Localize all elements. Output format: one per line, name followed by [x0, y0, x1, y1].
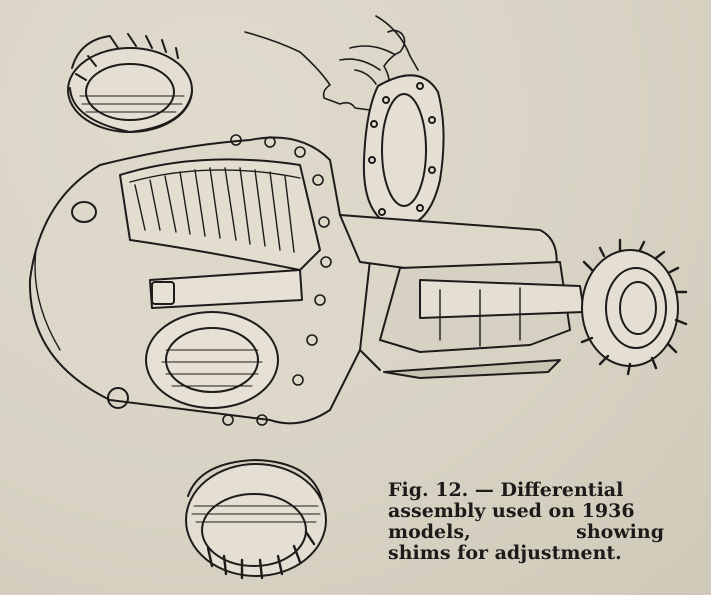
- differential-housing: [28, 134, 371, 426]
- caption-line-3-end: showing: [576, 521, 664, 543]
- pinion-housing: [339, 214, 585, 379]
- caption-line-1: Fig. 12. — Differential: [388, 479, 624, 501]
- bearing-ring-right: [580, 238, 688, 376]
- caption-line-3-start: models,: [388, 521, 471, 543]
- shim-gasket: [362, 74, 445, 228]
- bearing-ring-top-left: [67, 33, 193, 133]
- caption-line-4: shims for adjustment.: [388, 542, 622, 564]
- caption-line-2: assembly used on 1936: [388, 500, 635, 522]
- caption-line-3: models, showing: [388, 522, 664, 543]
- bearing-ring-bottom: [185, 459, 327, 580]
- figure-caption: Fig. 12. — Differential assembly used on…: [388, 480, 664, 564]
